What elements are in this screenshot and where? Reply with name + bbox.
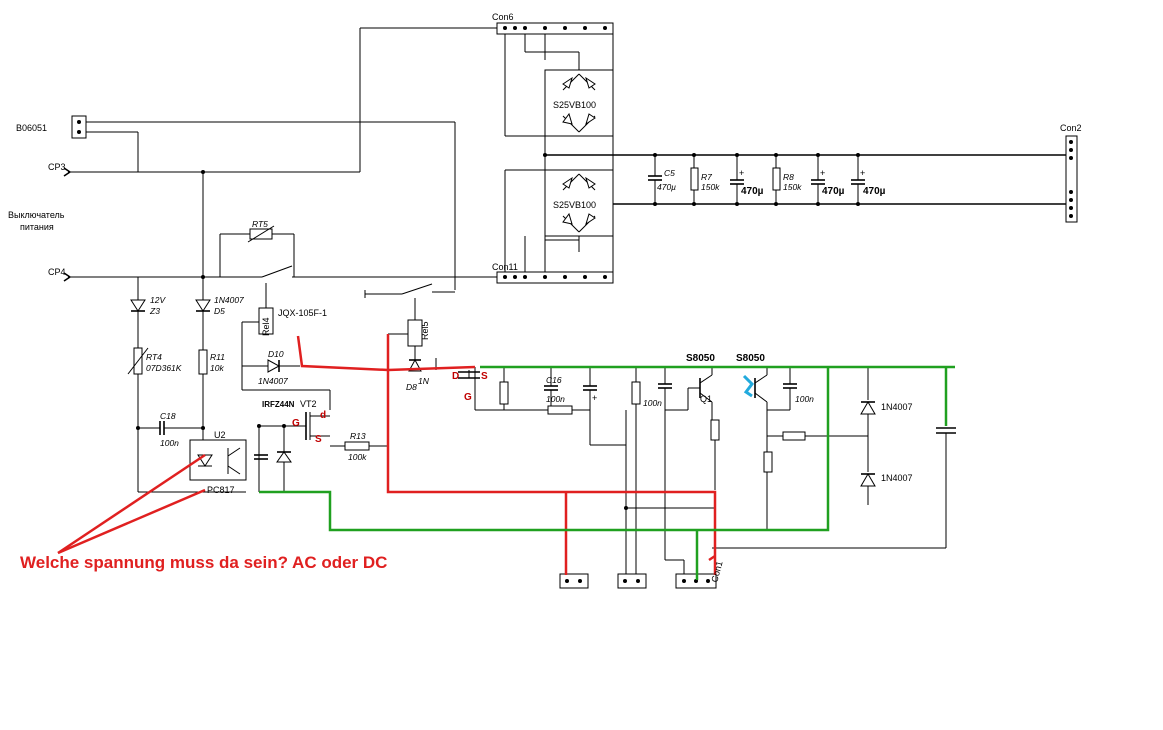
label-cap4-value: 470µ: [863, 186, 886, 197]
label-r13: R13: [350, 431, 366, 441]
annotation-overlay: [57, 334, 955, 580]
label-relay-type: JQX-105F-1: [278, 308, 327, 318]
label-d5-type: 1N4007: [214, 295, 244, 305]
label-r13-value: 100k: [348, 452, 367, 462]
label-r8-value: 150k: [783, 182, 802, 192]
label-plus-1: +: [739, 168, 744, 178]
bottom-connector-2: [617, 573, 647, 589]
con6-connector: [496, 22, 614, 35]
label-c5-value: 470µ: [657, 182, 676, 192]
label-rt5: RT5: [252, 219, 268, 229]
annotation-question: Welche spannung muss da sein? AC oder DC: [20, 553, 388, 572]
label-cp3: CP3: [48, 162, 66, 172]
label-cap2-value: 470µ: [741, 186, 764, 197]
label-plus-2: +: [820, 168, 825, 178]
label-irfz44n: IRFZ44N: [262, 400, 295, 409]
label-cap3-value: 470µ: [822, 186, 845, 197]
label-plus-3: +: [860, 168, 865, 178]
label-con11: Con11: [492, 262, 518, 272]
label-r7-value: 150k: [701, 182, 720, 192]
label-c18-value: 100n: [160, 438, 179, 448]
label-s8050-a: S8050: [686, 353, 715, 364]
label-r7: R7: [701, 172, 712, 182]
label-b06051: B06051: [16, 123, 47, 133]
label-vt2: VT2: [300, 399, 317, 409]
label-z3: Z3: [149, 306, 160, 316]
label-mosfet-source: S: [481, 371, 488, 382]
text-labels: B06051 CP3 CP4 Выключатель питания Con6 …: [8, 12, 1082, 583]
label-z3-type: 12V: [150, 295, 166, 305]
label-c5: C5: [664, 168, 675, 178]
blue-marker: [742, 374, 754, 398]
label-d10: D10: [268, 349, 284, 359]
label-c16-value: 100n: [546, 394, 565, 404]
label-d10-type: 1N4007: [258, 376, 288, 386]
bridge-rectifier-top: [544, 69, 614, 137]
label-bridge-bottom: S25VB100: [553, 200, 596, 210]
label-bridge-top: S25VB100: [553, 100, 596, 110]
label-diode-1n4007-b: 1N4007: [881, 473, 913, 483]
label-vt2-drain: d: [320, 410, 326, 421]
label-r8: R8: [783, 172, 794, 182]
label-s8050-b: S8050: [736, 353, 765, 364]
label-d5: D5: [214, 306, 225, 316]
label-c18: C18: [160, 411, 176, 421]
label-rt4: RT4: [146, 352, 162, 362]
left-control-section: [127, 170, 437, 493]
label-rt4-type: 07D361K: [146, 363, 182, 373]
label-plus-4: +: [592, 393, 597, 403]
label-con1: Con1: [709, 560, 724, 583]
label-mosfet-gate: G: [464, 392, 472, 403]
label-d8-type: 1N: [418, 376, 430, 386]
b06051-connector: [71, 115, 87, 139]
con2-connector: [1065, 135, 1078, 223]
con11-connector: [496, 271, 614, 284]
label-power-switch-line2: питания: [20, 222, 54, 232]
top-wiring: [63, 27, 500, 298]
bridge-rectifier-bottom: [544, 169, 614, 237]
label-r11-value: 10k: [210, 363, 224, 373]
label-c16: C16: [546, 375, 562, 385]
label-rel4: Rel4: [261, 317, 271, 336]
label-cap-100n-a: 100n: [643, 398, 662, 408]
label-vt2-source: S: [315, 434, 322, 445]
label-pc817: PC817: [207, 485, 235, 495]
label-vt2-gate: G: [292, 418, 300, 429]
label-diode-1n4007-a: 1N4007: [881, 402, 913, 412]
bottom-connector-1: [559, 573, 589, 589]
label-mosfet-drain: D: [452, 371, 459, 382]
label-con2: Con2: [1060, 123, 1082, 133]
label-con6: Con6: [492, 12, 514, 22]
rectifier-section: [496, 22, 1078, 284]
label-u2: U2: [214, 430, 226, 440]
right-control-section: [458, 367, 956, 589]
label-cap-100n-b: 100n: [795, 394, 814, 404]
label-rel5: Rel5: [420, 321, 430, 340]
label-cp4: CP4: [48, 267, 66, 277]
label-power-switch-line1: Выключатель: [8, 210, 65, 220]
label-q1: Q1: [700, 394, 712, 404]
label-d8: D8: [406, 382, 417, 392]
label-r11: R11: [210, 352, 225, 362]
